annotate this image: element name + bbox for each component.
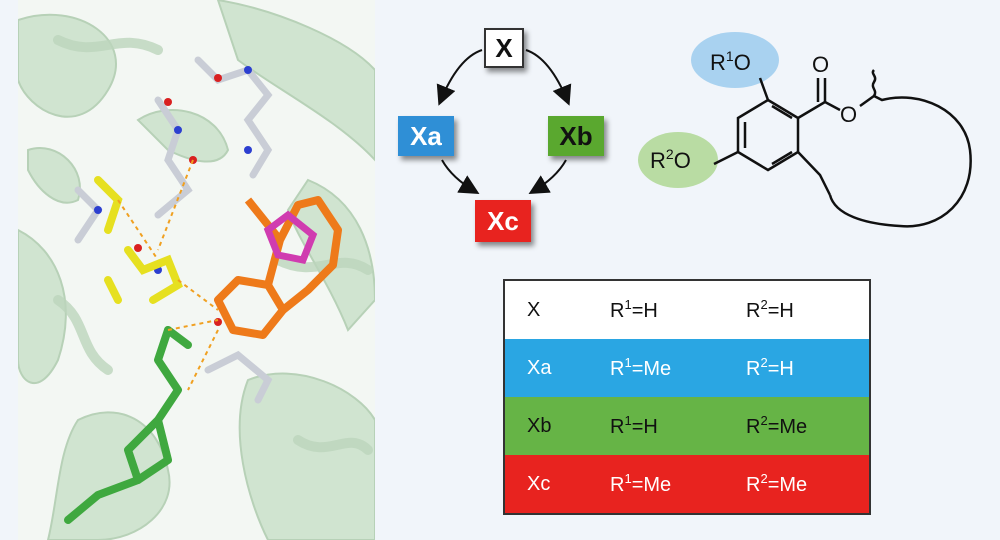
table-row: Xc R1=Me R2=Me — [505, 455, 869, 513]
hydrogen-bonds — [118, 160, 218, 390]
compound-name: Xb — [505, 415, 610, 438]
carbonyl-oxygen-label: O — [812, 52, 829, 77]
structure-bonds — [714, 70, 971, 226]
node-xc: Xc — [475, 200, 531, 242]
table-row: Xa R1=Me R2=H — [505, 339, 869, 397]
r1-value: R1=Me — [610, 355, 746, 381]
r1-value: R1=H — [610, 297, 746, 323]
yellow-residues — [98, 180, 178, 300]
protein-ligand-3d-view — [18, 0, 375, 540]
compound-name: X — [505, 299, 610, 322]
r2-value: R2=H — [746, 297, 869, 323]
r2-value: R2=H — [746, 355, 869, 381]
node-x: X — [484, 28, 524, 68]
r2-value: R2=Me — [746, 471, 869, 497]
substituent-table: X R1=H R2=H Xa R1=Me R2=H Xb R1=H R2=Me … — [503, 279, 871, 515]
node-xa: Xa — [398, 116, 454, 156]
arrow-xb-to-xc — [532, 160, 566, 192]
r1-value: R1=H — [610, 413, 746, 439]
r2-value: R2=Me — [746, 413, 869, 439]
ester-oxygen-label: O — [840, 102, 857, 127]
arrow-x-to-xa — [440, 50, 482, 102]
r1-value: R1=Me — [610, 471, 746, 497]
compound-name: Xc — [505, 473, 610, 496]
table-row: X R1=H R2=H — [505, 281, 869, 339]
table-row: Xb R1=H R2=Me — [505, 397, 869, 455]
arrow-x-to-xb — [526, 50, 568, 102]
protein-ligand-rendering — [18, 0, 375, 540]
macrolactone-structure: R1O R2O O O — [620, 30, 980, 245]
arrow-xa-to-xc — [442, 160, 476, 192]
node-xb: Xb — [548, 116, 604, 156]
compound-name: Xa — [505, 357, 610, 380]
